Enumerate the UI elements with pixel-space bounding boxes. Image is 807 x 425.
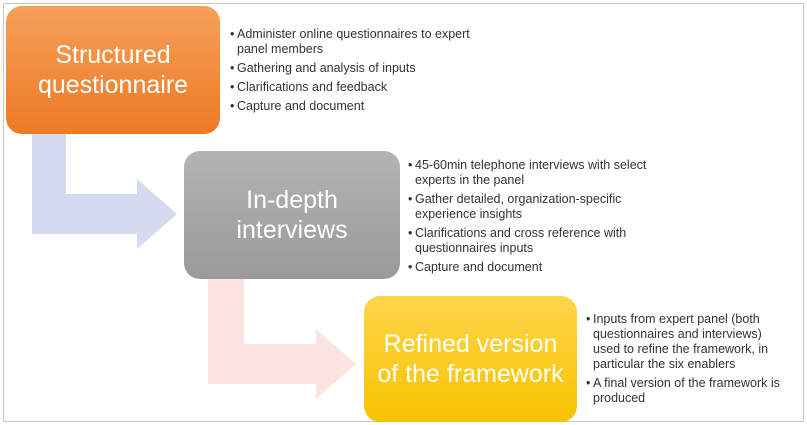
bullet-item: Inputs from expert panel (both questionn… [586,312,791,372]
bullet-item: 45-60min telephone interviews with selec… [408,158,678,188]
step-box-in-depth-interviews: In-depth interviews [184,151,400,279]
bullet-item: Administer online questionnaires to expe… [230,27,470,57]
bullet-item: Capture and document [408,260,678,275]
bullet-item: Gather detailed, organization-specific e… [408,192,678,222]
step-bullets-framework: Inputs from expert panel (both questionn… [586,312,791,410]
bullet-item: Gathering and analysis of inputs [230,61,470,76]
arrow-step1-to-step2 [32,132,177,249]
bullet-item: A final version of the framework is prod… [586,376,791,406]
flow-arrows [32,132,356,399]
bullet-item: Clarifications and feedback [230,80,470,95]
step-box-refined-framework: Refined version of the framework [364,296,577,422]
arrow-step2-to-step3 [208,277,356,399]
step-bullets-questionnaire: Administer online questionnaires to expe… [230,27,470,118]
step-box-structured-questionnaire: Structured questionnaire [6,6,220,134]
step-title: Structured questionnaire [37,41,189,99]
step-bullets-interviews: 45-60min telephone interviews with selec… [408,158,678,279]
step-title: Refined version of the framework [377,330,564,388]
step-title: In-depth interviews [236,186,348,244]
bullet-item: Clarifications and cross reference with … [408,226,678,256]
bullet-item: Capture and document [230,99,470,114]
process-diagram: Structured questionnaire Administer onli… [3,3,804,422]
